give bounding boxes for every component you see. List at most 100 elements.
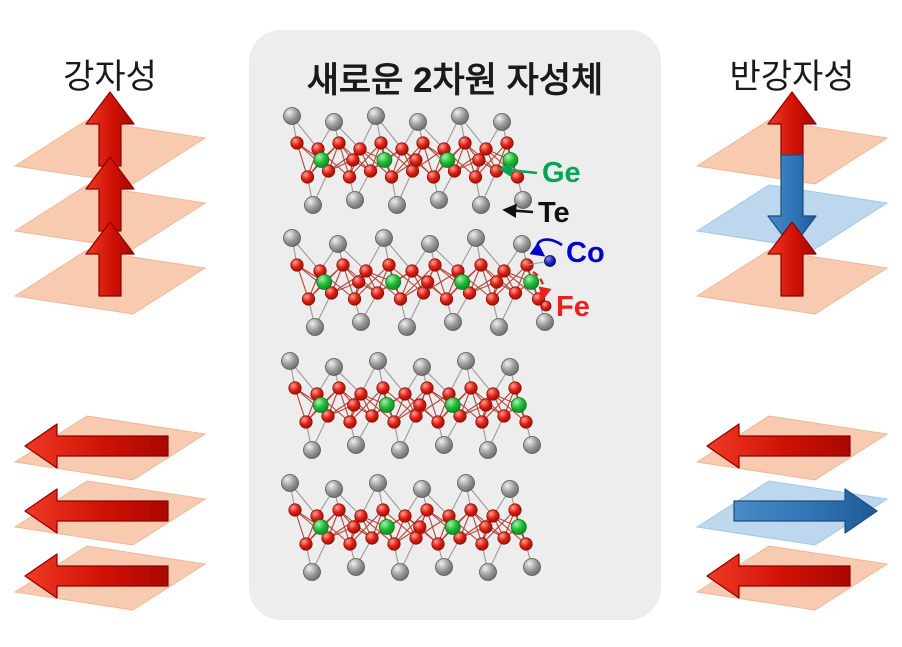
atom-fe: [474, 258, 488, 272]
atom-ge: [378, 397, 395, 413]
atom-te: [435, 436, 453, 454]
atom-fe: [405, 164, 420, 178]
atom-fe: [290, 258, 304, 272]
atom-te: [281, 474, 299, 492]
center-panel-title: 새로운 2차원 자성체: [307, 61, 604, 100]
atom-fe: [342, 170, 357, 184]
atom-ge: [444, 397, 461, 413]
atom-fe: [508, 381, 522, 395]
atom-fe: [468, 170, 483, 184]
atom-te: [369, 352, 387, 370]
atom-fe: [321, 531, 335, 545]
atom-fe: [365, 409, 379, 423]
atom-ge: [313, 152, 330, 168]
atom-te: [523, 436, 541, 454]
atom-ge: [439, 152, 456, 168]
atom-fe: [376, 503, 390, 517]
atom-fe: [299, 537, 313, 551]
atom-fe: [508, 503, 522, 517]
atom-te: [451, 107, 469, 125]
atom-te: [325, 480, 343, 498]
atom-fe: [409, 531, 423, 545]
atom-te: [388, 196, 406, 214]
atom-ge: [523, 274, 540, 290]
left-spin-arrow: [706, 553, 851, 599]
atom-fe: [497, 531, 511, 545]
atom-fe: [426, 170, 441, 184]
atom-te: [369, 474, 387, 492]
atom-fe: [288, 503, 302, 517]
magnetization-arrows: [24, 91, 878, 599]
left-spin-arrow: [24, 488, 169, 534]
right-spin-arrow: [733, 488, 878, 534]
ferromagnetism-title: 강자성: [63, 58, 157, 96]
atom-fe: [398, 509, 412, 523]
atom-te: [536, 313, 554, 331]
atom-ge: [376, 152, 393, 168]
atom-te: [457, 474, 475, 492]
atom-te: [391, 563, 409, 581]
element-legend: Ge Te Co Fe: [498, 157, 605, 323]
atom-fe: [299, 415, 313, 429]
atom-fe: [489, 164, 504, 178]
atom-te: [347, 436, 365, 454]
atom-ge: [316, 274, 333, 290]
atom-fe: [420, 503, 434, 517]
atom-fe: [347, 398, 361, 412]
atom-ge: [444, 519, 461, 535]
atom-te: [306, 318, 324, 336]
atom-te: [514, 191, 532, 209]
atom-fe: [354, 509, 368, 523]
atom-fe: [387, 537, 401, 551]
atom-te: [329, 235, 347, 253]
atom-fe: [479, 520, 493, 534]
crystal-lattice: [283, 229, 554, 336]
atom-te: [325, 358, 343, 376]
atom-fe: [519, 415, 533, 429]
atom-fe: [428, 258, 442, 272]
atom-te: [435, 558, 453, 576]
atom-te: [444, 313, 462, 331]
atom-te: [347, 558, 365, 576]
ge-arrow: [498, 163, 538, 178]
atom-te: [501, 358, 519, 376]
atom-fe: [472, 153, 486, 167]
atom-te: [283, 229, 301, 247]
te-arrow: [502, 203, 534, 218]
up-spin-arrow: [767, 221, 817, 297]
atom-fe: [453, 531, 467, 545]
co-arrow: [529, 238, 563, 257]
atom-te: [479, 563, 497, 581]
atom-fe: [464, 503, 478, 517]
atom-fe: [395, 142, 409, 156]
atom-te: [409, 113, 427, 131]
atom-fe: [343, 415, 357, 429]
legend-label-fe: Fe: [556, 291, 590, 323]
atom-fe: [510, 170, 525, 184]
atom-te: [421, 235, 439, 253]
atom-fe: [405, 264, 419, 278]
atom-ge: [510, 519, 527, 535]
atom-te: [375, 229, 393, 247]
atom-fe: [321, 409, 335, 423]
atom-ge: [385, 274, 402, 290]
atom-fe: [416, 286, 431, 300]
atom-fe: [393, 292, 408, 306]
down-spin-arrow: [767, 154, 817, 249]
atom-fe: [374, 136, 388, 150]
dopant-atom-group: [526, 255, 556, 267]
atom-fe: [519, 537, 533, 551]
atom-fe: [475, 415, 489, 429]
atom-fe: [420, 381, 434, 395]
crystal-lattice: [281, 352, 541, 459]
left-spin-arrow: [24, 553, 169, 599]
atom-fe: [336, 258, 350, 272]
atom-te: [467, 229, 485, 247]
atom-te: [398, 318, 416, 336]
atom-fe: [346, 153, 360, 167]
atom-fe: [479, 398, 493, 412]
atom-fe: [439, 292, 454, 306]
atom-fe: [347, 520, 361, 534]
atom-te: [303, 441, 321, 459]
legend-label-ge: Ge: [542, 157, 581, 189]
